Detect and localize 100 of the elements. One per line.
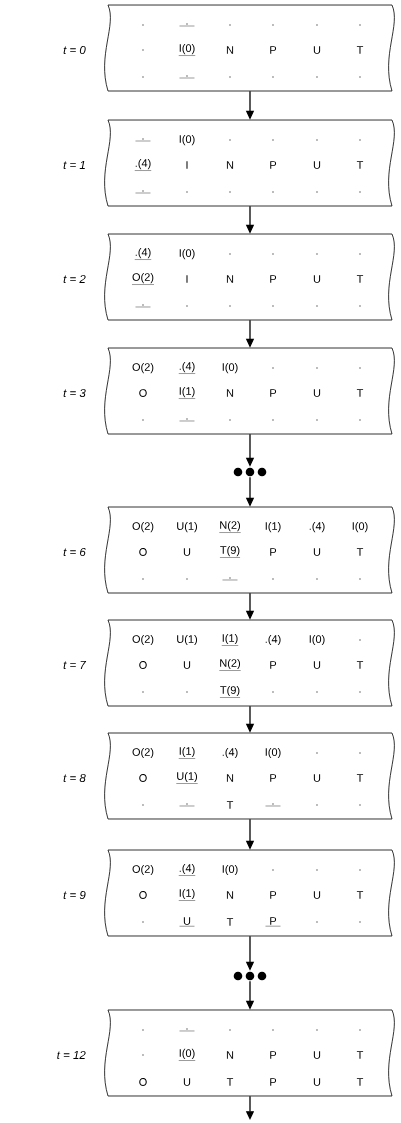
tape-symbol: . (316, 752, 318, 754)
tape-symbol: .(4) (265, 634, 281, 646)
tape-symbol: . (229, 76, 231, 78)
tape-symbol: . (316, 419, 318, 421)
tape-symbol: . (316, 691, 318, 693)
tape-symbol: . (272, 578, 274, 580)
tape-symbol: O (139, 661, 147, 669)
tape-symbol: U(1) (177, 521, 197, 533)
tape-symbol: . (272, 76, 274, 78)
tape-symbol: U (313, 275, 321, 283)
tape-symbol: . (359, 869, 361, 871)
tape-symbol: N (226, 161, 234, 169)
tape-symbol: . (359, 639, 361, 641)
tape-symbol: I(0) (309, 634, 325, 646)
tape-symbol: . (316, 804, 318, 806)
tape-symbol: . (316, 76, 318, 78)
tape-symbol: P (270, 275, 277, 283)
tape-symbol: P (270, 389, 277, 397)
tape-symbol: . (142, 24, 144, 26)
tape-symbol: U (183, 661, 191, 669)
tape-symbol: I(1) (265, 521, 281, 533)
tape-symbol: . (316, 1029, 318, 1031)
tape-symbol: . (272, 691, 274, 693)
tape-symbol: T (356, 161, 364, 169)
time-label: t = 9 (63, 890, 86, 900)
tape-symbol: . (229, 419, 231, 421)
tape-symbol: . (359, 367, 361, 369)
time-label: t = 3 (63, 388, 86, 398)
tape-symbol: . (142, 691, 144, 693)
tape-symbol: . (186, 305, 188, 307)
tape-symbol: I(0) (222, 362, 238, 374)
tape-symbol: . (359, 921, 361, 923)
tape-symbol: P (270, 891, 277, 899)
tape-symbol: U (313, 548, 321, 556)
tape-symbol: N (226, 46, 234, 54)
tape-symbol: I(0) (222, 864, 238, 876)
ellipsis-dots (233, 971, 267, 981)
time-label: t = 6 (63, 547, 86, 557)
tape-symbol: U (313, 46, 321, 54)
tape-symbol: . (272, 139, 274, 141)
tape-symbol: U (313, 774, 321, 782)
tape-symbol: . (359, 419, 361, 421)
tape-symbol: N (226, 275, 234, 283)
tape-symbol: O(2) (132, 634, 154, 646)
tape-symbol: I(0) (179, 248, 195, 260)
tape-symbol: . (359, 804, 361, 806)
tape-symbol: . (272, 1029, 274, 1031)
tape-symbol: .(4) (222, 747, 238, 759)
tape-symbol: . (142, 419, 144, 421)
tape-symbol: . (359, 1029, 361, 1031)
tape-symbol: U (183, 548, 191, 556)
tape-symbol: . (142, 1029, 144, 1031)
time-label: t = 1 (63, 161, 85, 169)
tape-symbol: U (313, 1051, 321, 1059)
tape-symbol: . (316, 869, 318, 871)
tape-symbol: N (226, 774, 234, 782)
tape-symbol: . (142, 578, 144, 580)
tape-symbol: . (316, 578, 318, 580)
tape-symbol: . (272, 191, 274, 193)
tape-symbol: U (313, 161, 321, 169)
tape-symbol: . (186, 578, 188, 580)
tape-symbol: . (186, 191, 188, 193)
tape-symbol: . (272, 24, 274, 26)
tape-symbol: . (272, 869, 274, 871)
tape-symbol: T (356, 661, 364, 669)
tape-symbol: . (316, 367, 318, 369)
tape-symbol: U (183, 1078, 191, 1086)
tape-symbol: . (359, 752, 361, 754)
tape-symbol: T (356, 275, 364, 283)
time-label: t = 8 (63, 773, 86, 783)
tape-symbol: . (229, 139, 231, 141)
tape-symbol: . (316, 921, 318, 923)
tape-symbol: . (316, 24, 318, 26)
tape-symbol: T (356, 891, 364, 899)
ellipsis-dots (233, 467, 267, 477)
tape-symbol: O (139, 548, 147, 556)
tape-symbol: O (139, 774, 147, 782)
tape-symbol: T (356, 548, 364, 556)
tape-symbol: I (186, 275, 188, 283)
tape-symbol: N (226, 1051, 234, 1059)
tape-symbol: . (359, 578, 361, 580)
tape-symbol: . (359, 139, 361, 141)
tape-symbol: . (316, 139, 318, 141)
tape-symbol: . (142, 921, 144, 923)
tape-symbol: O (139, 1078, 147, 1086)
tape-symbol: .(4) (309, 521, 325, 533)
tape-symbol: . (229, 24, 231, 26)
tape-symbol: . (229, 305, 231, 307)
tape-symbol: O(2) (132, 521, 154, 533)
tape-symbol: T (226, 1078, 234, 1086)
tape-symbol: P (270, 1051, 277, 1059)
tape-symbol: I (186, 161, 188, 169)
tape-symbol: U (313, 1078, 321, 1086)
tape-symbol: . (229, 1029, 231, 1031)
tape-symbol: T (356, 46, 364, 54)
time-label: t = 12 (57, 1050, 86, 1060)
tape-symbol: . (142, 1054, 144, 1056)
time-label: t = 7 (63, 661, 87, 669)
tape-symbol: . (229, 191, 231, 193)
tape-symbol: P (270, 548, 277, 556)
